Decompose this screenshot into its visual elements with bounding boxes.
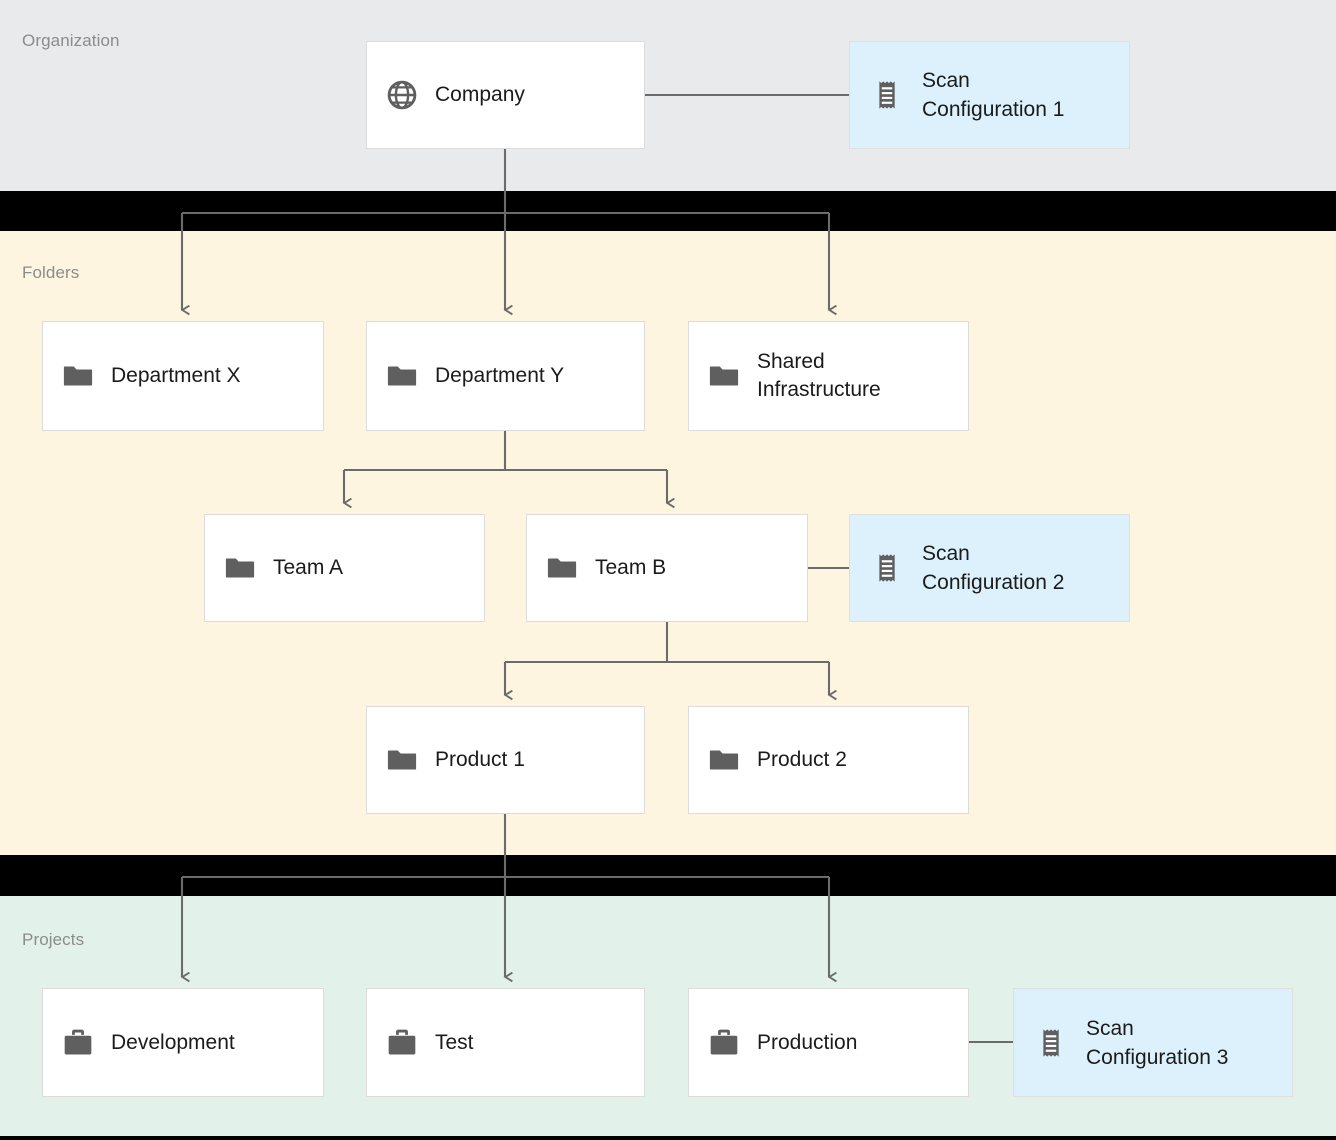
globe-icon (387, 80, 417, 110)
node-label: Department Y (435, 364, 565, 387)
node-scan-configuration-2[interactable]: Scan Configuration 2 (849, 514, 1130, 622)
folder-icon (63, 366, 93, 386)
bottom-rule (0, 1136, 1336, 1140)
node-label: Team B (595, 556, 667, 579)
node-label: Shared Infrastructure (757, 350, 881, 401)
receipt-icon (1043, 1028, 1059, 1057)
node-scan-configuration-1[interactable]: Scan Configuration 1 (849, 41, 1130, 149)
receipt-icon (879, 554, 895, 582)
node-label: Product 1 (435, 748, 525, 771)
node-label: Production (757, 1030, 858, 1054)
node-label: Product 2 (757, 748, 847, 771)
node-department-y[interactable]: Department Y (366, 321, 645, 431)
node-label: Test (435, 1030, 474, 1054)
briefcase-icon (64, 1029, 92, 1054)
node-label: Scan Configuration 3 (1086, 1016, 1229, 1069)
receipt-icon (879, 81, 895, 109)
node-company[interactable]: Company (366, 41, 645, 149)
folder-icon (709, 750, 739, 770)
node-label: Scan Configuration 1 (922, 69, 1065, 121)
node-team-a[interactable]: Team A (204, 514, 485, 622)
node-label: Scan Configuration 2 (922, 542, 1065, 594)
node-shared-infrastructure[interactable]: Shared Infrastructure (688, 321, 969, 431)
briefcase-icon (388, 1029, 416, 1054)
node-test[interactable]: Test (366, 988, 645, 1097)
band-label-projects: Projects (22, 930, 85, 949)
node-team-b[interactable]: Team B (526, 514, 808, 622)
folder-icon (547, 558, 577, 578)
folder-icon (709, 366, 739, 386)
band-label-folders: Folders (22, 263, 80, 282)
folder-icon (387, 750, 417, 770)
node-label: Company (435, 83, 525, 106)
node-development[interactable]: Development (42, 988, 324, 1097)
band-label-organization: Organization (22, 31, 120, 50)
node-label: Department X (111, 364, 241, 387)
node-scan-configuration-3[interactable]: Scan Configuration 3 (1013, 988, 1293, 1097)
folder-icon (225, 558, 255, 578)
node-product-1[interactable]: Product 1 (366, 706, 645, 814)
node-label: Development (111, 1030, 235, 1054)
node-label: Team A (273, 556, 344, 579)
node-department-x[interactable]: Department X (42, 321, 324, 431)
band-organization (0, 0, 1336, 191)
node-production[interactable]: Production (688, 988, 969, 1097)
node-product-2[interactable]: Product 2 (688, 706, 969, 814)
briefcase-icon (710, 1029, 738, 1054)
folder-icon (387, 366, 417, 386)
